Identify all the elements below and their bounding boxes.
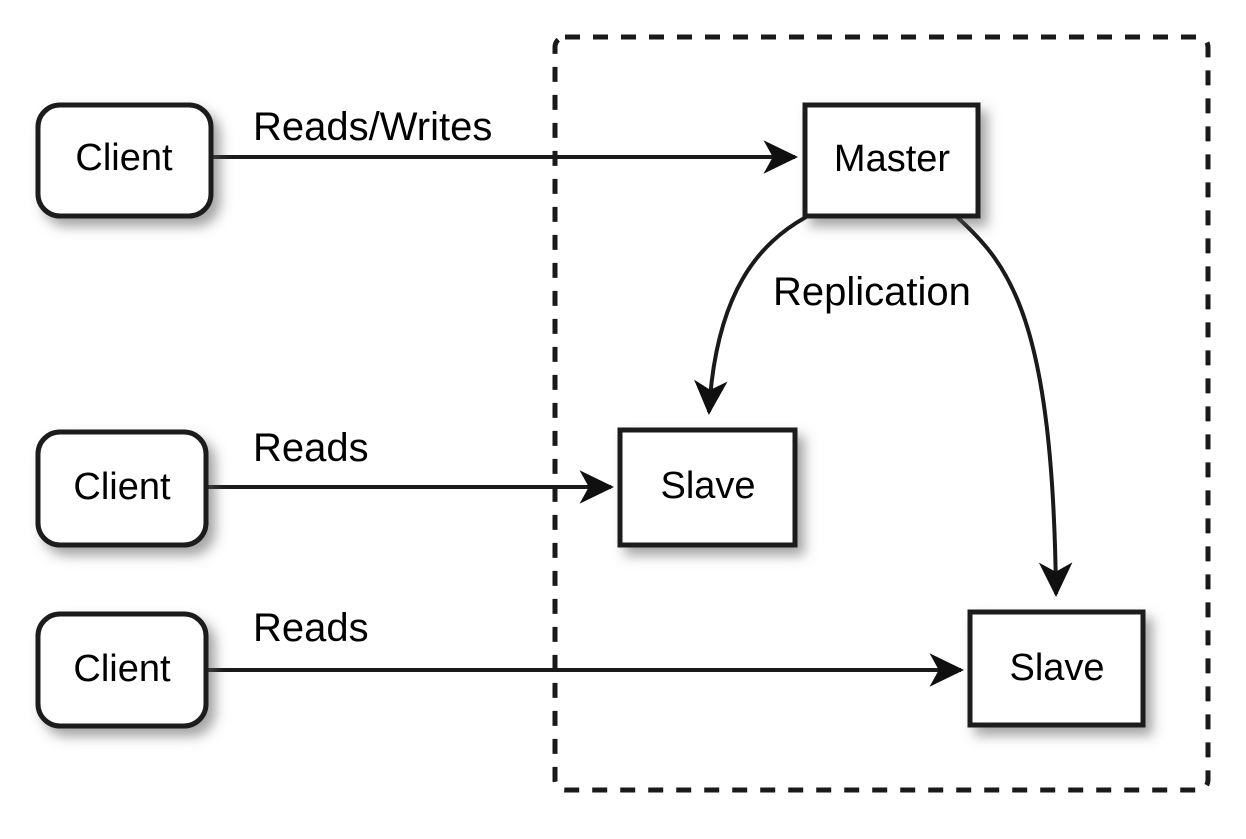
slave-bottom-label: Slave (1009, 647, 1104, 689)
node-client-top[interactable]: Client (35, 102, 214, 219)
edge-master-to-slave-bottom (955, 215, 1073, 597)
master-shape[interactable] (802, 102, 981, 219)
node-client-middle[interactable]: Client (35, 429, 209, 548)
node-client-bottom[interactable]: Client (35, 611, 209, 729)
node-slave-top[interactable]: Slave (617, 427, 798, 548)
client-top-label: Client (75, 137, 173, 179)
edge-label-replication: Replication (773, 270, 971, 314)
edge-label-reads-writes: Reads/Writes (253, 105, 492, 149)
node-master[interactable]: Master (802, 102, 981, 219)
arrow-replication-right (955, 215, 1073, 597)
arrow-replication-left (694, 215, 807, 415)
edge-master-to-slave-top (694, 215, 807, 415)
slave-top-label: Slave (660, 465, 755, 507)
slave-top-shape[interactable] (617, 427, 798, 548)
client-top-shape[interactable] (35, 102, 214, 219)
database-cluster-boundary (552, 34, 1211, 793)
client-bottom-label: Client (73, 648, 171, 690)
node-slave-bottom[interactable]: Slave (967, 609, 1146, 728)
slave-bottom-shape[interactable] (967, 609, 1146, 728)
edge-label-reads-middle: Reads (253, 426, 369, 470)
edge-label-reads-bottom: Reads (253, 606, 369, 650)
client-bottom-shape[interactable] (35, 611, 209, 729)
client-middle-label: Client (73, 466, 171, 508)
master-label: Master (834, 138, 950, 180)
client-middle-shape[interactable] (35, 429, 209, 548)
